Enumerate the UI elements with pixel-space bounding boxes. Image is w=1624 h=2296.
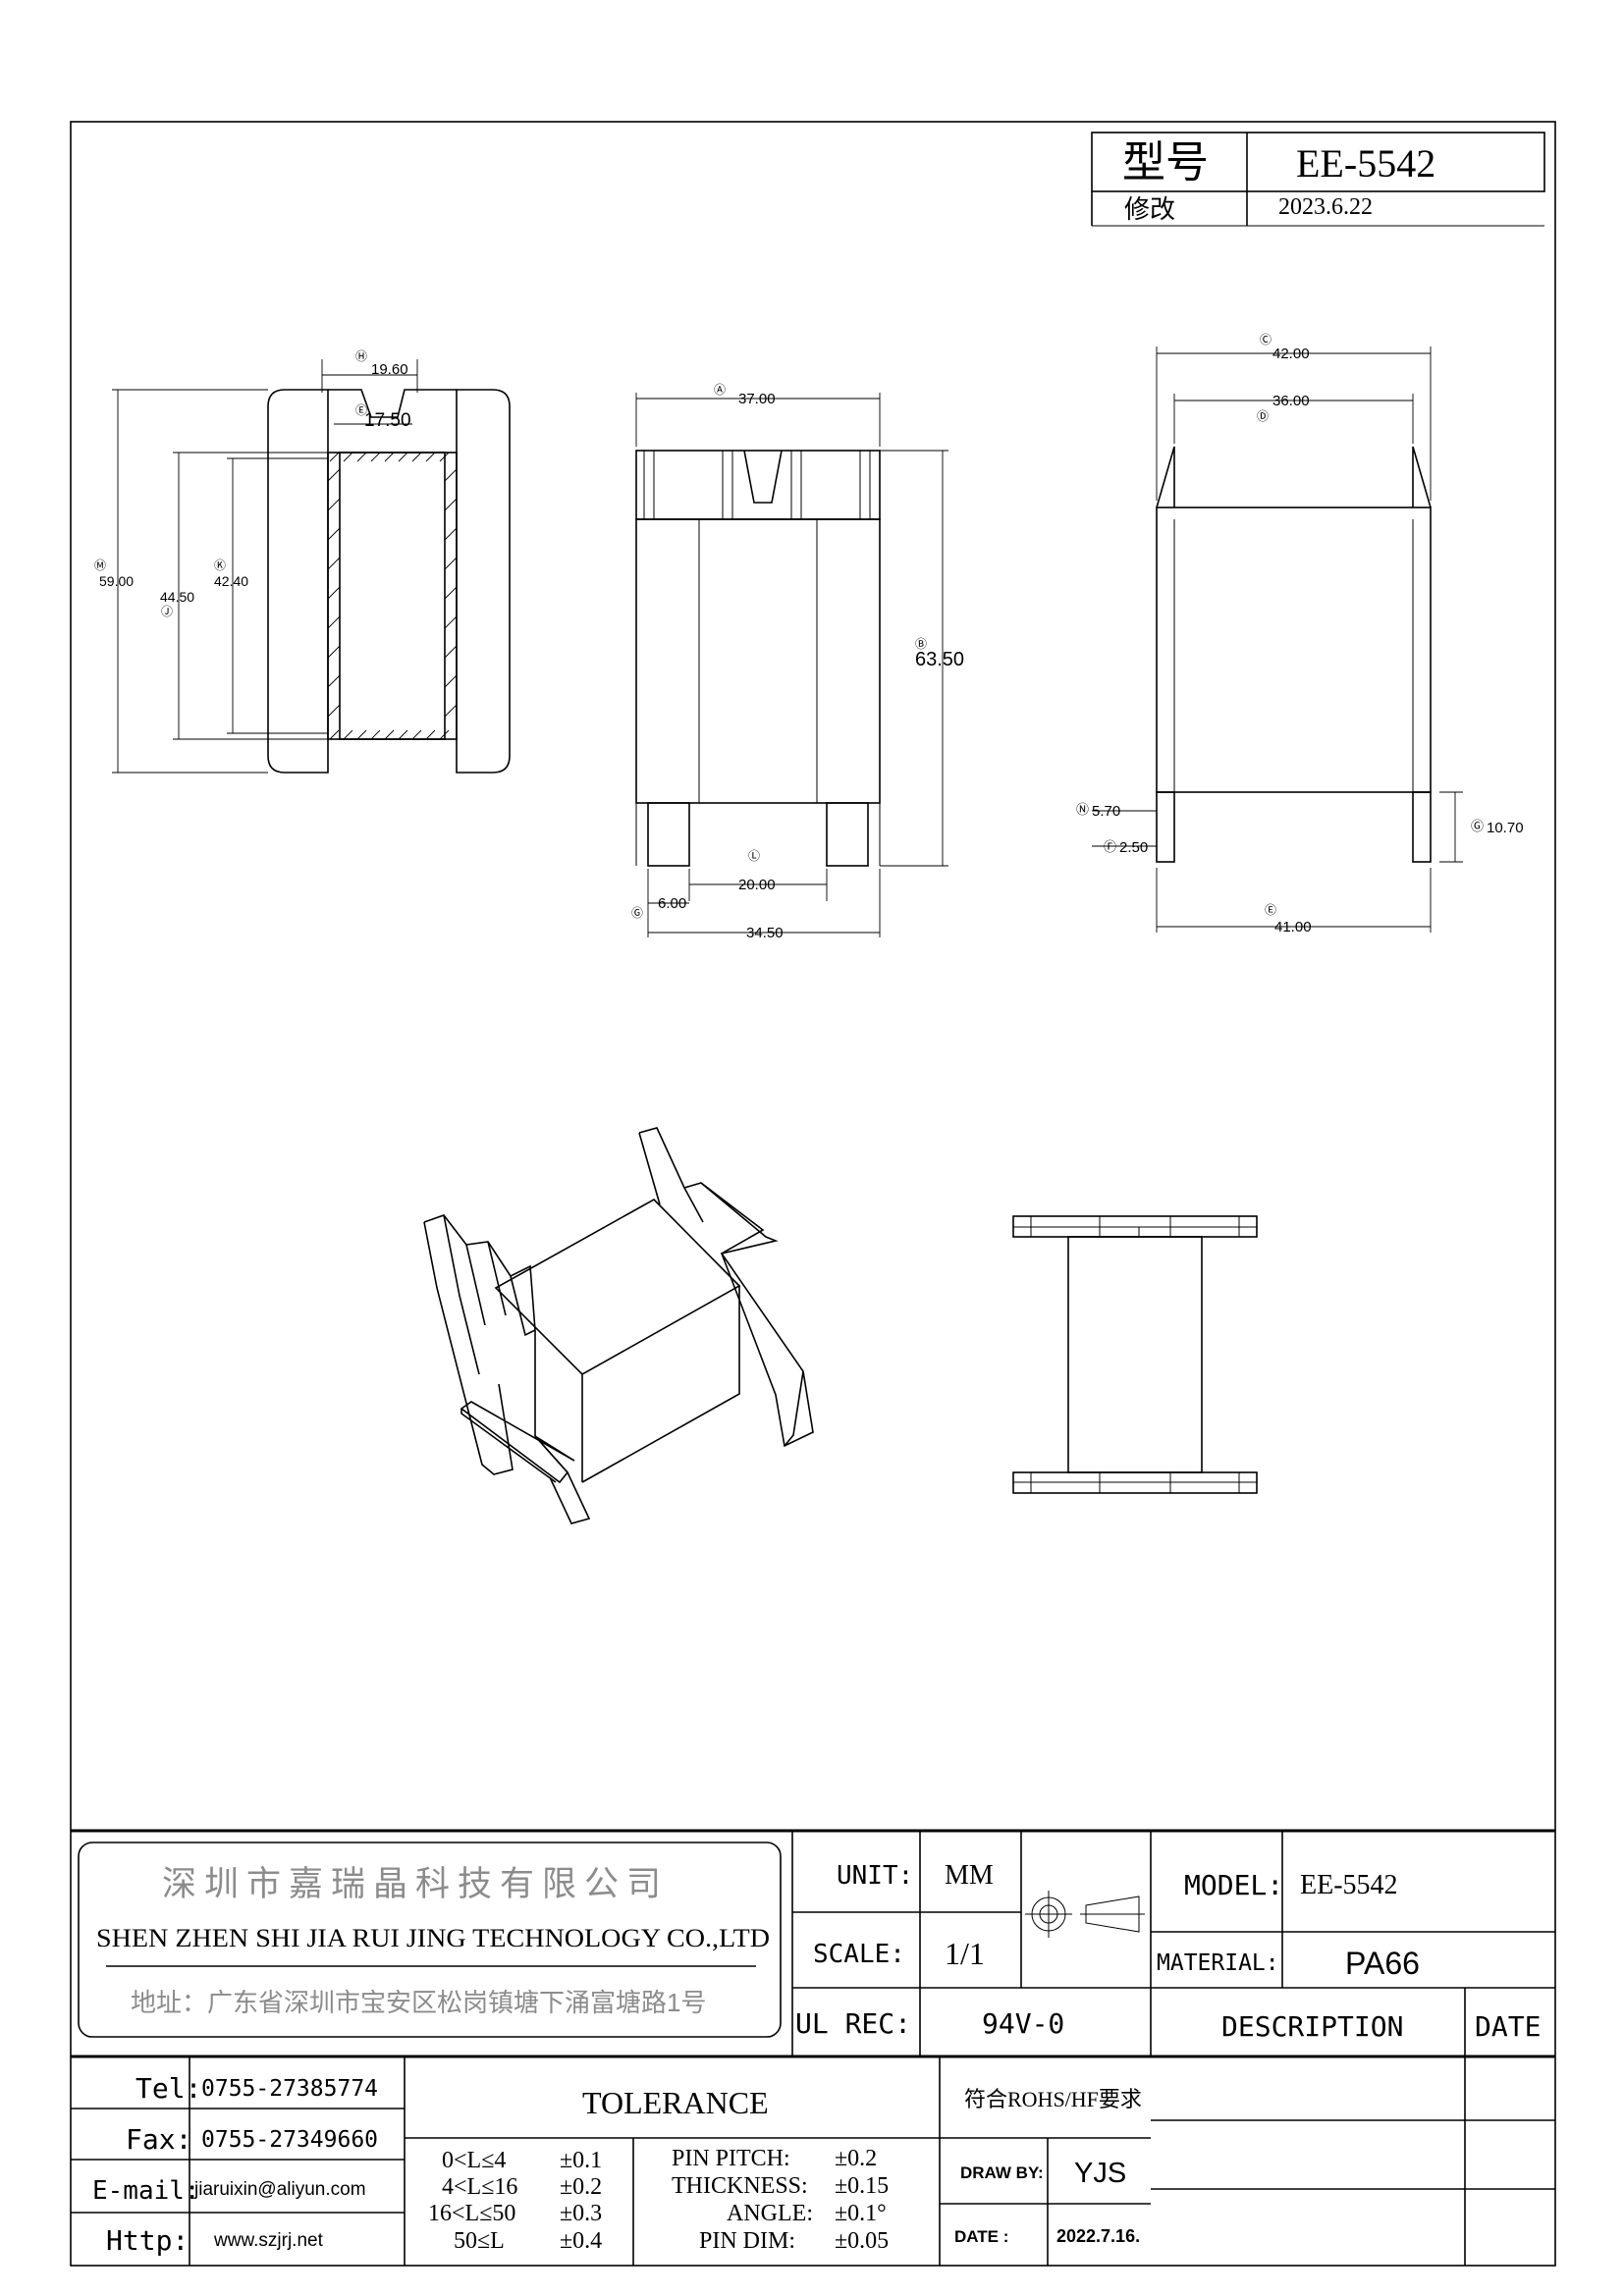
tol-range-3: 16<L≤50 — [428, 2201, 515, 2226]
revision-label: 修改 — [1124, 195, 1175, 224]
dim-34-50: 34.50 — [746, 925, 784, 941]
dim-circle-e2: Ⓔ — [1265, 903, 1276, 917]
tol-item-3: ANGLE: — [727, 2201, 813, 2226]
date-label: DATE — [1475, 2010, 1541, 2043]
dim-circle-l: Ⓛ — [748, 849, 760, 863]
title-box: 型号 EE-5542 修改 2023.6.22 — [1091, 132, 1545, 227]
company-address: 地址：广东省深圳市宝安区松岗镇塘下涌富塘路1号 — [131, 1988, 706, 2017]
dim-41-00: 41.00 — [1274, 919, 1312, 935]
bottom-view — [1012, 1215, 1258, 1494]
dim-20-00: 20.00 — [738, 877, 776, 893]
tol-item-val-4: ±0.05 — [835, 2228, 889, 2254]
side-view: Ⓒ 42.00 36.00 Ⓓ Ⓝ 5.70 Ⓕ 2.50 Ⓖ 10.70 Ⓔ … — [1076, 333, 1524, 935]
dim-circle-b: Ⓑ — [915, 637, 927, 651]
dim-2-50: 2.50 — [1119, 839, 1148, 856]
dim-6-00: 6.00 — [658, 895, 686, 912]
tol-item-2: THICKNESS: — [672, 2173, 808, 2199]
company-box — [78, 1842, 782, 2038]
dim-circle-g2: Ⓖ — [1471, 819, 1484, 833]
fax-label: Fax: — [126, 2123, 191, 2156]
company-name-en: SHEN ZHEN SHI JIA RUI JING TECHNOLOGY CO… — [96, 1924, 770, 1952]
dim-circle-m: Ⓜ — [94, 559, 106, 572]
tol-item-4: PIN DIM: — [699, 2228, 795, 2254]
tol-val-3: ±0.3 — [560, 2201, 602, 2226]
email-value: jiaruixin@aliyun.com — [193, 2179, 366, 2200]
dim-circle-g: Ⓖ — [631, 906, 643, 920]
tol-item-val-1: ±0.2 — [835, 2146, 877, 2171]
dim-5-70: 5.70 — [1092, 803, 1120, 820]
model-label-cn: 型号 — [1122, 138, 1209, 187]
projection-symbol-icon — [1025, 1891, 1145, 1938]
dim-circle-h: Ⓗ — [355, 349, 367, 363]
unit-value: MM — [945, 1860, 994, 1891]
tol-item-val-3: ±0.1° — [835, 2201, 887, 2226]
dim-10-70: 10.70 — [1487, 820, 1524, 836]
title-block: 深圳市嘉瑞晶科技有限公司 SHEN ZHEN SHI JIA RUI JING … — [71, 1829, 1555, 2266]
tol-item-1: PIN PITCH: — [672, 2146, 790, 2171]
dim-44-50: 44.50 — [160, 589, 194, 605]
tel-label: Tel: — [135, 2072, 201, 2105]
tol-val-2: ±0.2 — [560, 2174, 602, 2200]
tol-val-4: ±0.4 — [560, 2228, 602, 2254]
http-label: Http: — [106, 2224, 189, 2257]
model-label-bottom: MODEL: — [1184, 1869, 1283, 1901]
tol-range-1: 0<L≤4 — [442, 2148, 506, 2173]
dim-42-40: 42.40 — [214, 573, 248, 589]
front-view: Ⓐ 37.00 Ⓑ 63.50 Ⓛ 20.00 6.00 Ⓖ 34.50 — [631, 383, 964, 941]
date-field-label: DATE : — [954, 2227, 1008, 2246]
dim-59-00: 59.00 — [99, 573, 134, 589]
isometric-view — [423, 1127, 814, 1524]
tolerance-title: TOLERANCE — [582, 2085, 769, 2120]
rohs-note: 符合ROHS/HF要求 — [964, 2087, 1142, 2111]
model-value-bottom: EE-5542 — [1300, 1870, 1398, 1900]
dim-circle-j: Ⓙ — [161, 605, 173, 618]
tol-val-1: ±0.1 — [560, 2148, 602, 2173]
dim-circle-d: Ⓓ — [1257, 409, 1269, 423]
description-label: DESCRIPTION — [1221, 2010, 1403, 2043]
dim-circle-f: Ⓕ — [1104, 839, 1116, 854]
ul-value: 94V-0 — [982, 2007, 1064, 2040]
dim-circle-a: Ⓐ — [714, 383, 726, 397]
draw-by-value: YJS — [1074, 2158, 1126, 2189]
tol-range-2: 4<L≤16 — [442, 2174, 517, 2200]
company-name-cn: 深圳市嘉瑞晶科技有限公司 — [162, 1865, 669, 1903]
scale-label: SCALE: — [813, 1940, 905, 1969]
unit-label: UNIT: — [837, 1861, 913, 1891]
dim-circle-k: Ⓚ — [214, 559, 226, 572]
model-value: EE-5542 — [1296, 141, 1435, 186]
email-label: E-mail: — [92, 2176, 200, 2206]
dim-37-00: 37.00 — [738, 391, 776, 407]
revision-date: 2023.6.22 — [1278, 194, 1373, 220]
material-value: PA66 — [1345, 1946, 1420, 1981]
tol-range-4: 50≤L — [454, 2228, 505, 2254]
sheet-border — [70, 121, 1556, 2267]
dim-63-50: 63.50 — [915, 649, 964, 670]
dim-36-00: 36.00 — [1272, 393, 1310, 409]
dim-circle-e: Ⓔ — [355, 403, 367, 417]
dim-circle-n: Ⓝ — [1076, 802, 1089, 817]
tol-item-val-2: ±0.15 — [835, 2173, 889, 2199]
date-field-value: 2022.7.16. — [1056, 2226, 1140, 2246]
scale-value: 1/1 — [945, 1936, 985, 1971]
http-value: www.szjrj.net — [213, 2230, 324, 2251]
left-view: Ⓗ 19.60 Ⓔ 17.50 Ⓜ 59.00 44.50 Ⓙ Ⓚ 42.40 — [94, 349, 511, 774]
ul-label: UL REC: — [795, 2007, 911, 2040]
dim-17-50: 17.50 — [364, 410, 411, 431]
material-label: MATERIAL: — [1157, 1950, 1279, 1976]
dim-19-60: 19.60 — [371, 361, 408, 378]
fax-value: 0755-27349660 — [201, 2127, 378, 2153]
dim-42-00: 42.00 — [1272, 346, 1310, 362]
draw-by-label: DRAW BY: — [960, 2163, 1044, 2182]
dim-circle-c: Ⓒ — [1260, 333, 1272, 347]
tel-value: 0755-27385774 — [201, 2076, 378, 2102]
